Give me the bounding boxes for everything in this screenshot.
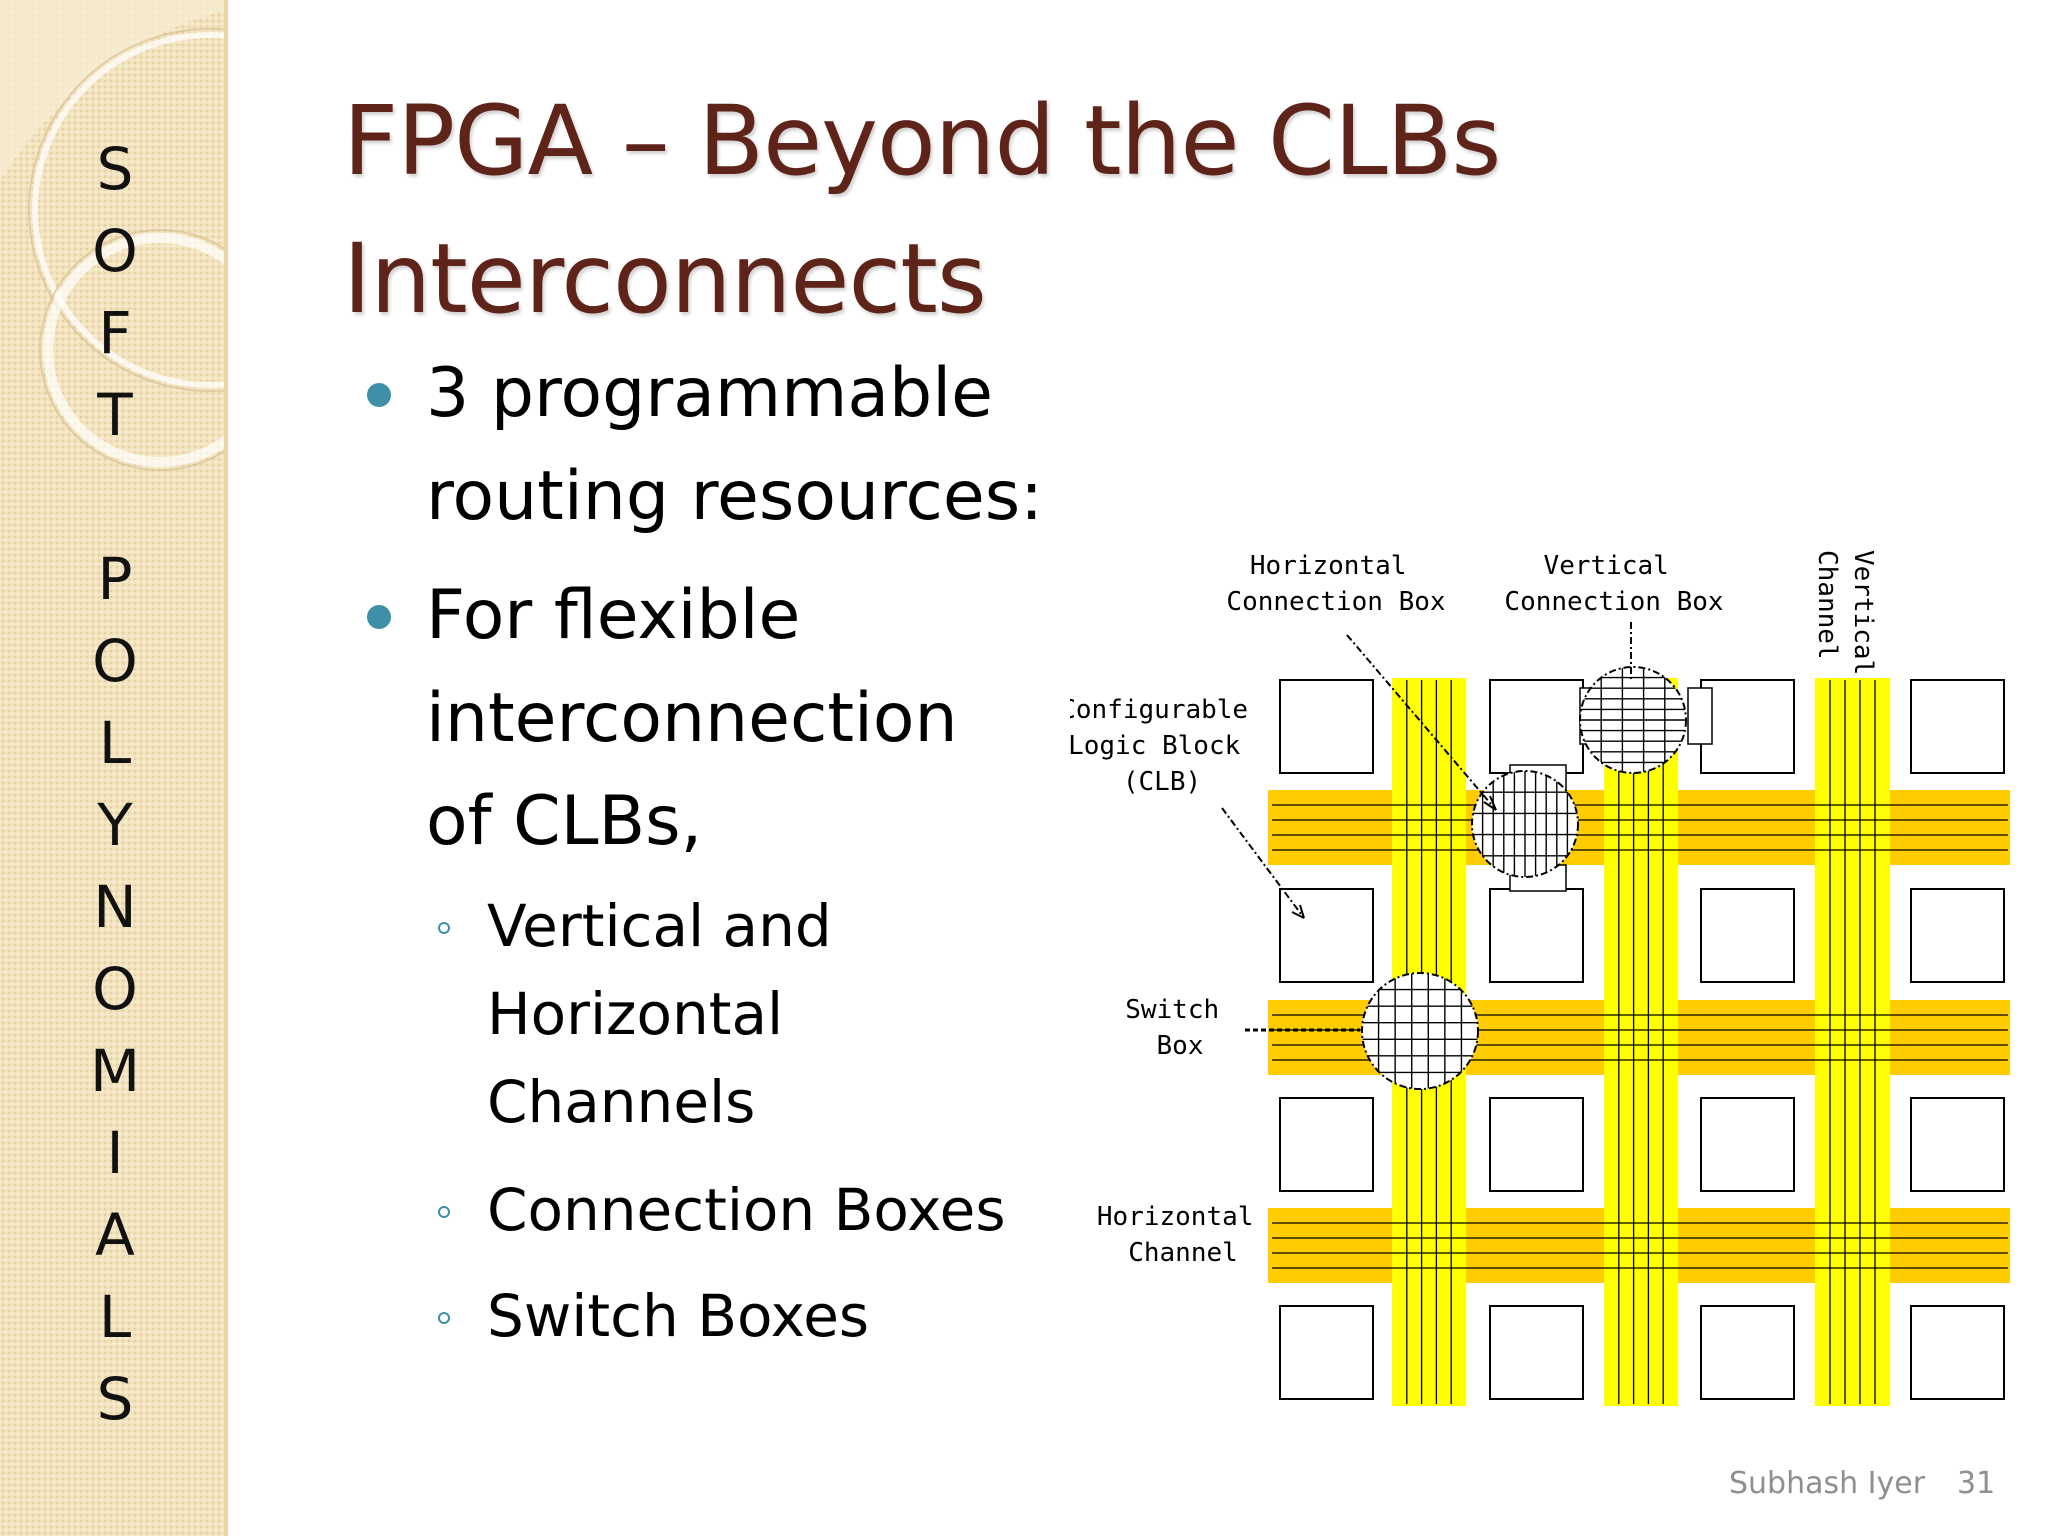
sidebar-letter: N [93, 873, 137, 941]
clb-block [1279, 679, 1374, 774]
clb-block [1700, 1305, 1795, 1400]
footer-author: Subhash Iyer [1729, 1466, 1926, 1501]
bullet-dot-icon [367, 383, 391, 407]
sidebar-letter: O [92, 627, 138, 695]
clb-block [1489, 1305, 1584, 1400]
slide-title-line: FPGA – Beyond the CLBs [343, 85, 1501, 197]
clb-block [1910, 888, 2005, 983]
clb-block [1279, 1097, 1374, 1192]
hcb-pointer-line [1346, 634, 1497, 811]
sidebar-letter: A [95, 1201, 135, 1269]
sidebar-letter: L [98, 1283, 132, 1351]
sub-bullet-line: Connection Boxes [487, 1176, 1006, 1244]
sidebar-letter: M [89, 1037, 141, 1105]
clb-block [1489, 888, 1584, 983]
sub-bullet-line: Switch Boxes [487, 1282, 870, 1350]
sidebar-letter: F [98, 299, 132, 367]
sidebar-letter: O [92, 217, 138, 285]
sub-bullet-ring-icon [438, 922, 450, 934]
sidebar-letter: Y [97, 791, 133, 859]
bullet-item: 3 programmable routing resources: [360, 342, 1043, 548]
sub-bullet-item: Vertical and Horizontal Channels [360, 882, 832, 1146]
label-vertical-channel: Vertical Channel [1812, 550, 1878, 691]
clb-block [1279, 888, 1374, 983]
sub-bullet-line: Vertical and [487, 892, 832, 960]
sidebar: S O F T P O L Y N O M I A L S [0, 0, 228, 1536]
slide-title-line: Interconnects [343, 223, 987, 335]
clb-block [1910, 1097, 2005, 1192]
sidebar-letter: T [97, 381, 133, 449]
sub-bullet-ring-icon [438, 1312, 450, 1324]
sidebar-letter: I [106, 1119, 124, 1187]
clb-block [1700, 888, 1795, 983]
bullet-item: For flexible interconnection of CLBs, [360, 564, 958, 873]
page-number: 31 [1957, 1466, 1996, 1501]
bullet-line: For flexible [426, 576, 801, 655]
clb-block [1700, 679, 1795, 774]
sub-bullet-ring-icon [438, 1206, 450, 1218]
vertical-channel [1815, 678, 1890, 1406]
sub-bullet-line: Horizontal [487, 980, 784, 1048]
connection-stub [1687, 687, 1713, 745]
clb-pointer-arrowhead-icon [1291, 904, 1305, 919]
label-vertical-connection-box: Vertical Connection Box [1504, 551, 1723, 617]
label-horizontal-channel: Horizontal Channel [1097, 1202, 1269, 1268]
sidebar-letter: L [98, 709, 132, 777]
sidebar-letter: S [96, 1365, 134, 1433]
bullet-line: of CLBs, [426, 782, 703, 861]
bullet-dot-icon [367, 605, 391, 629]
clb-block [1279, 1305, 1374, 1400]
hcb-pointer-arrowhead-icon [1483, 795, 1497, 811]
horizontal-connection-box [1471, 770, 1579, 878]
bullet-line: interconnection [426, 679, 958, 758]
sidebar-letter: S [96, 135, 134, 203]
label-horizontal-connection-box: Horizontal Connection Box [1226, 551, 1445, 617]
switch-box [1361, 972, 1479, 1090]
clb-block [1700, 1097, 1795, 1192]
sidebar-decoration [0, 0, 224, 471]
sidebar-letter: P [97, 545, 133, 613]
clb-block [1910, 1305, 2005, 1400]
sub-bullet-line: Channels [487, 1068, 756, 1136]
slide-title: FPGA – Beyond the CLBs Interconnects [343, 72, 1501, 348]
clb-block [1489, 1097, 1584, 1192]
sub-bullet-item: Switch Boxes [360, 1272, 869, 1360]
sidebar-letter: O [92, 955, 138, 1023]
label-switch-box: Switch Box [1125, 995, 1235, 1061]
bullet-line: 3 programmable [426, 354, 993, 433]
clb-block [1489, 679, 1584, 774]
clb-block [1910, 679, 2005, 774]
vertical-connection-box [1579, 666, 1687, 774]
vertical-channel [1604, 678, 1678, 1406]
bullet-line: routing resources: [426, 457, 1044, 536]
fpga-routing-diagram: Horizontal Connection Box Vertical Conne… [1070, 550, 2010, 1406]
sub-bullet-item: Connection Boxes [360, 1166, 1006, 1254]
label-clb: Configurable Logic Block (CLB) [1070, 695, 1264, 797]
